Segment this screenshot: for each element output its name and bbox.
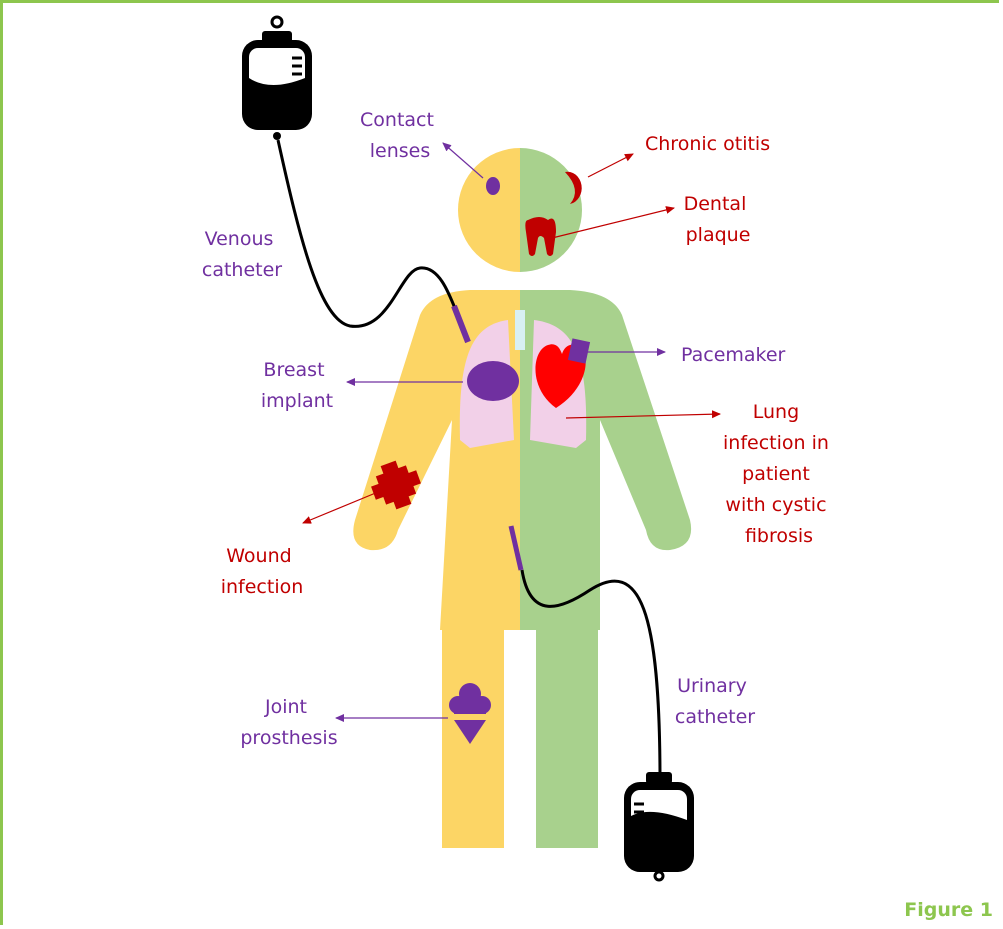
- label-venous-catheter: Venous catheter: [202, 228, 282, 281]
- arrow-chronic-otitis: [588, 154, 633, 177]
- label-urinary-catheter: Urinary catheter: [675, 675, 755, 728]
- label-joint-prosthesis: Joint prosthesis: [240, 696, 337, 749]
- iv-bag-icon: [242, 17, 312, 140]
- label-dental-plaque: Dental plaque: [684, 193, 753, 246]
- label-breast-implant: Breast implant: [261, 359, 333, 412]
- label-contact-lenses: Contact lenses: [360, 109, 440, 162]
- label-lung-infection: Lung infection in patient with cystic fi…: [723, 401, 835, 547]
- label-wound-infection: Wound infection: [221, 545, 304, 598]
- label-chronic-otitis: Chronic otitis: [645, 133, 770, 155]
- figure-label: Figure 1: [904, 899, 993, 921]
- urine-bag-icon: [624, 772, 694, 880]
- arrow-contact-lenses: [443, 143, 483, 178]
- contact-lens-icon: [486, 177, 500, 195]
- label-pacemaker: Pacemaker: [681, 344, 786, 366]
- venous-catheter-tube: [278, 140, 458, 326]
- breast-implant-icon: [467, 361, 519, 401]
